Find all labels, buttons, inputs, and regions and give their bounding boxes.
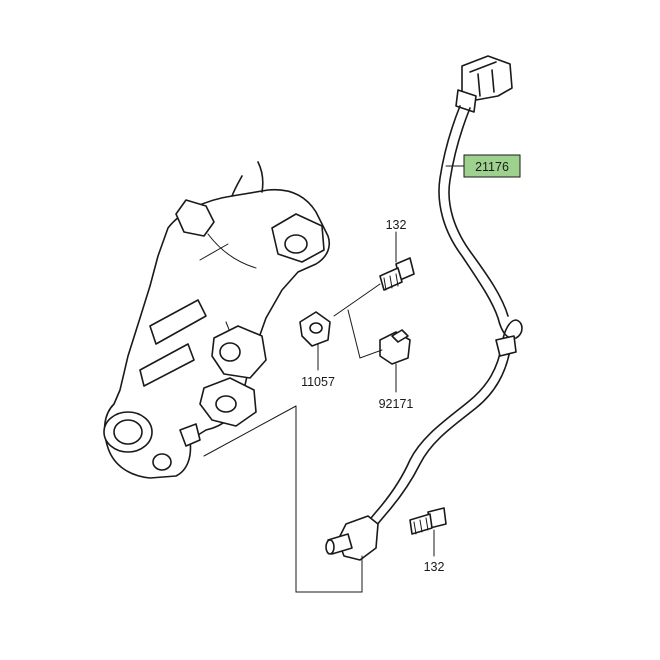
sensor-bracket-tab	[179, 423, 201, 447]
label-11057[interactable]: 11057	[301, 375, 335, 389]
abs-sensor-harness	[325, 55, 523, 561]
label-132-lower[interactable]: 132	[424, 560, 445, 574]
sensor-cable-outer	[365, 105, 523, 525]
sensor-cable-inner	[375, 107, 511, 527]
leader-lines	[203, 165, 465, 593]
bolt-132-lower	[409, 507, 447, 535]
axle-pinch-bolt-hole	[152, 453, 172, 471]
connector-detail	[469, 61, 497, 97]
connector-collar	[455, 89, 477, 113]
label-132-upper[interactable]: 132	[386, 218, 407, 232]
sensor-tip-end	[325, 539, 335, 555]
label-92171[interactable]: 92171	[379, 397, 414, 411]
caliper-mount-hole-upper	[219, 342, 241, 362]
upper-boss-hole	[284, 234, 308, 254]
upper-mount-lug	[175, 199, 215, 237]
label-21176[interactable]: 21176	[475, 160, 509, 174]
label-highlight-21176	[463, 154, 521, 178]
clip-92171	[379, 329, 411, 365]
tube-groove-lower	[139, 343, 195, 387]
part-labels: 21176 132 11057 92171 132	[301, 154, 521, 574]
caliper-mount-hole-lower	[215, 395, 237, 413]
fork-tube-top-edge	[231, 161, 264, 197]
fork-leg-assembly	[103, 161, 331, 479]
clamp-11057	[299, 311, 331, 347]
axle-hole	[113, 419, 143, 445]
cable-clamp	[495, 335, 517, 357]
bolt-132-upper	[379, 257, 415, 291]
tube-groove	[149, 299, 207, 345]
